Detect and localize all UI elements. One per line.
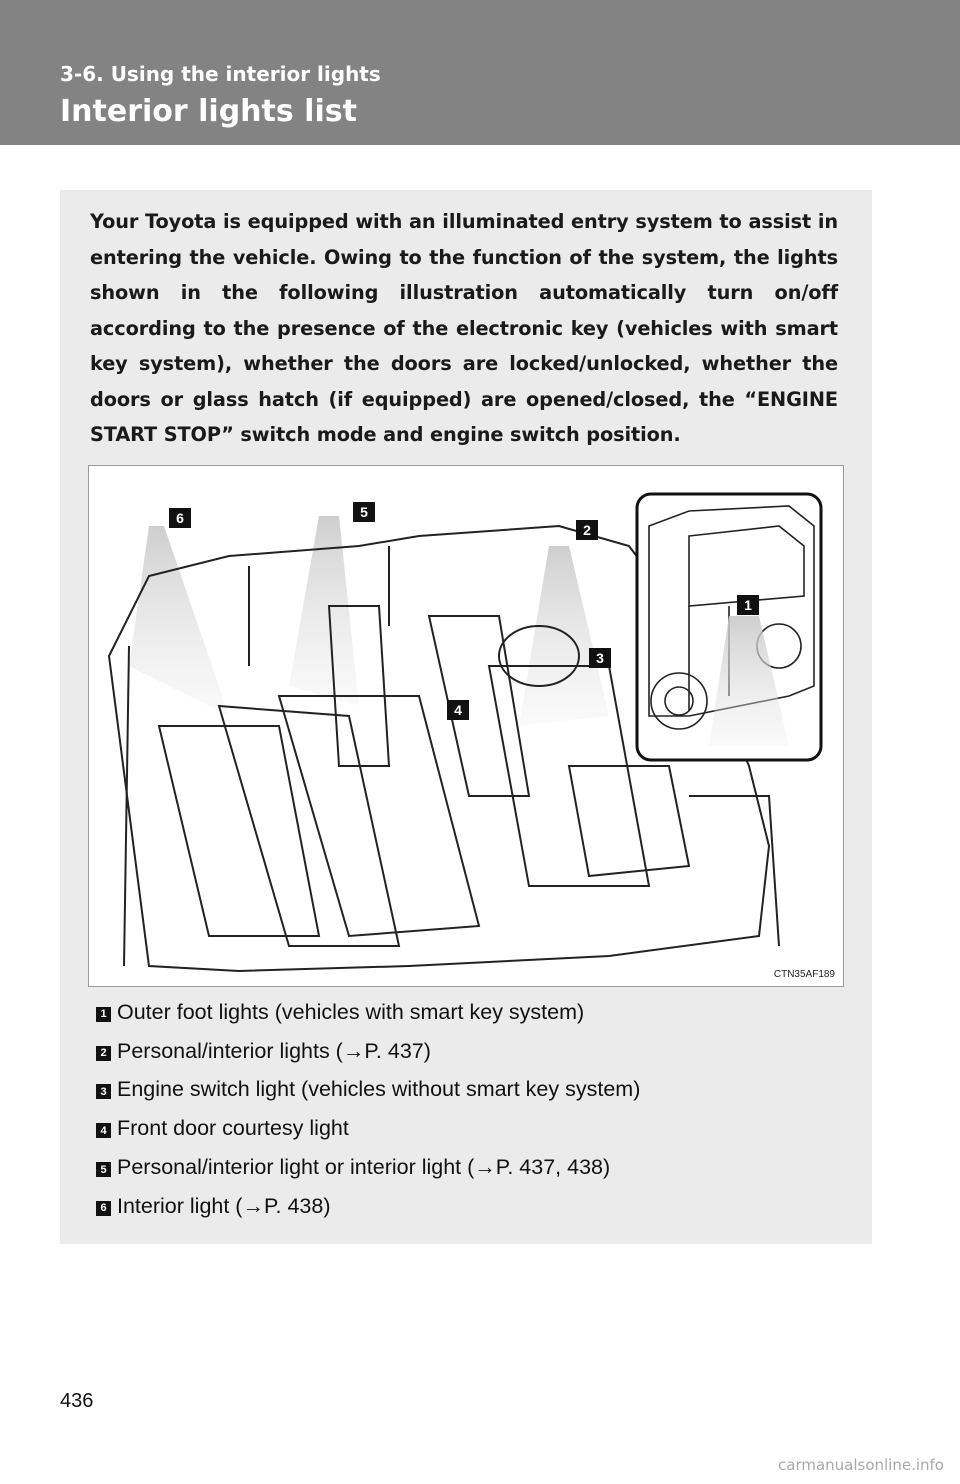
- number-badge: 1: [96, 1006, 111, 1022]
- legend-item: 4 Front door courtesy light: [96, 1109, 856, 1148]
- page-number: 436: [60, 1390, 94, 1412]
- interior-illustration: 6 5 2 1 3 4 CTN35AF189: [88, 465, 844, 987]
- callout-1: 1: [737, 595, 759, 615]
- beam-5: [289, 516, 359, 706]
- watermark: carmanualsonline.info: [778, 1456, 944, 1474]
- callout-3: 3: [589, 648, 611, 668]
- callout-5: 5: [353, 502, 375, 522]
- legend-list: 1 Outer foot lights (vehicles with smart…: [96, 993, 856, 1226]
- legend-item: 5 Personal/interior light or interior li…: [96, 1148, 856, 1187]
- legend-item: 6 Interior light (→P. 438): [96, 1187, 856, 1226]
- beam-6: [129, 526, 229, 716]
- callout-4: 4: [447, 700, 469, 720]
- car-interior-drawing: [107, 492, 823, 973]
- legend-text: Outer foot lights (vehicles with smart k…: [117, 999, 585, 1024]
- number-badge: 4: [96, 1123, 111, 1139]
- number-badge: 5: [96, 1162, 111, 1178]
- legend-text: Engine switch light (vehicles without sm…: [117, 1077, 641, 1102]
- number-badge: 6: [96, 1200, 111, 1216]
- page-title: Interior lights list: [60, 94, 357, 129]
- legend-text: Personal/interior light or interior ligh…: [117, 1155, 611, 1180]
- callout-6: 6: [169, 508, 191, 528]
- header-band: 3-6. Using the interior lights Interior …: [0, 0, 960, 145]
- beam-2: [519, 546, 609, 726]
- legend-text: Interior light (→P. 438): [117, 1193, 331, 1218]
- callout-2: 2: [576, 520, 598, 540]
- legend-item: 1 Outer foot lights (vehicles with smart…: [96, 993, 856, 1032]
- section-label: 3-6. Using the interior lights: [60, 62, 381, 86]
- legend-text: Front door courtesy light: [117, 1116, 349, 1141]
- figure-code: CTN35AF189: [773, 969, 835, 980]
- number-badge: 2: [96, 1045, 111, 1061]
- legend-item: 3 Engine switch light (vehicles without …: [96, 1071, 856, 1110]
- number-badge: 3: [96, 1084, 111, 1100]
- intro-paragraph: Your Toyota is equipped with an illumina…: [90, 210, 838, 446]
- legend-item: 2 Personal/interior lights (→P. 437): [96, 1032, 856, 1071]
- legend-text: Personal/interior lights (→P. 437): [117, 1038, 431, 1063]
- inset-exterior-view: [635, 492, 823, 762]
